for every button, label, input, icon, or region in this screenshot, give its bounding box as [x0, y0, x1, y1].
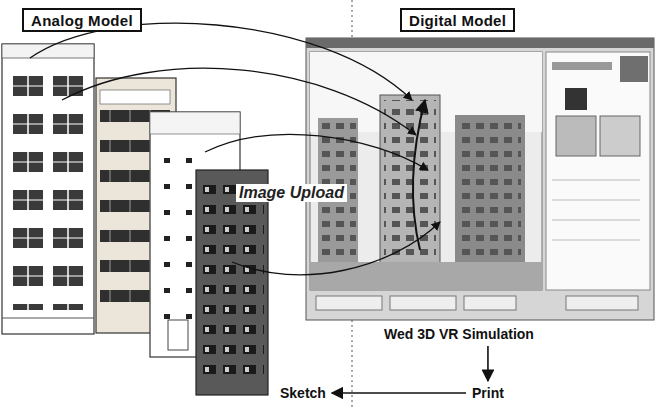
software-screenshot-part — [600, 116, 640, 156]
software-screenshot-part — [384, 100, 436, 260]
building-sketch-part — [10, 70, 90, 310]
flow-arrow — [487, 346, 489, 381]
software-screenshot-part — [552, 240, 640, 241]
software-screenshot-part — [556, 116, 596, 156]
building-sketch-part — [200, 180, 264, 380]
software-screenshot-part — [620, 56, 648, 82]
software-screenshot-part — [455, 115, 525, 265]
software-screenshot-part — [565, 88, 587, 110]
heading-box: Analog Model — [22, 8, 142, 32]
building-sketch-part — [196, 170, 268, 395]
node-text: Wed 3D VR Simulation — [384, 326, 534, 342]
flow-label: Image Upload — [236, 184, 347, 202]
software-screenshot-part — [552, 180, 640, 181]
upload-arrows-part — [205, 134, 428, 170]
software-screenshot-part — [380, 95, 440, 265]
upload-arrows-part — [232, 222, 440, 275]
software-screenshot-part — [566, 296, 638, 310]
node-text: Analog Model — [31, 12, 133, 29]
software-screenshot-part — [552, 62, 612, 70]
software-screenshot-part — [552, 200, 640, 201]
building-sketch-part — [100, 90, 170, 104]
building-sketch-part — [168, 320, 188, 350]
software-screenshot-part — [310, 262, 542, 290]
flow-arrow — [332, 392, 466, 394]
software-screenshot-part — [310, 52, 542, 290]
software-screenshot — [306, 38, 654, 320]
software-screenshot-part — [546, 52, 650, 290]
step-label: Sketch — [278, 384, 328, 402]
software-screenshot-part — [306, 38, 654, 48]
software-screenshot-part — [459, 120, 521, 260]
step-label: Print — [470, 384, 506, 402]
building-sketch — [2, 44, 94, 334]
node-text: Digital Model — [409, 12, 506, 29]
building-sketch-part — [2, 44, 94, 58]
upload-arrows-part — [62, 68, 416, 135]
building-sketch-part — [2, 318, 94, 319]
software-screenshot-part — [306, 38, 654, 320]
upload-arrows — [30, 23, 440, 275]
step-label: Wed 3D VR Simulation — [382, 325, 536, 343]
software-screenshot-part — [390, 296, 456, 310]
heading-box: Digital Model — [400, 8, 515, 32]
building-sketch-part — [158, 150, 200, 340]
software-screenshot-part — [316, 296, 382, 310]
software-screenshot-part — [464, 296, 516, 310]
node-text: Sketch — [280, 385, 326, 401]
building-sketch — [196, 170, 268, 395]
node-text: Print — [472, 385, 504, 401]
building-sketch-part — [150, 112, 240, 134]
software-screenshot-part — [552, 220, 640, 221]
building-sketch-part — [2, 44, 94, 334]
software-screenshot-part — [413, 100, 425, 250]
